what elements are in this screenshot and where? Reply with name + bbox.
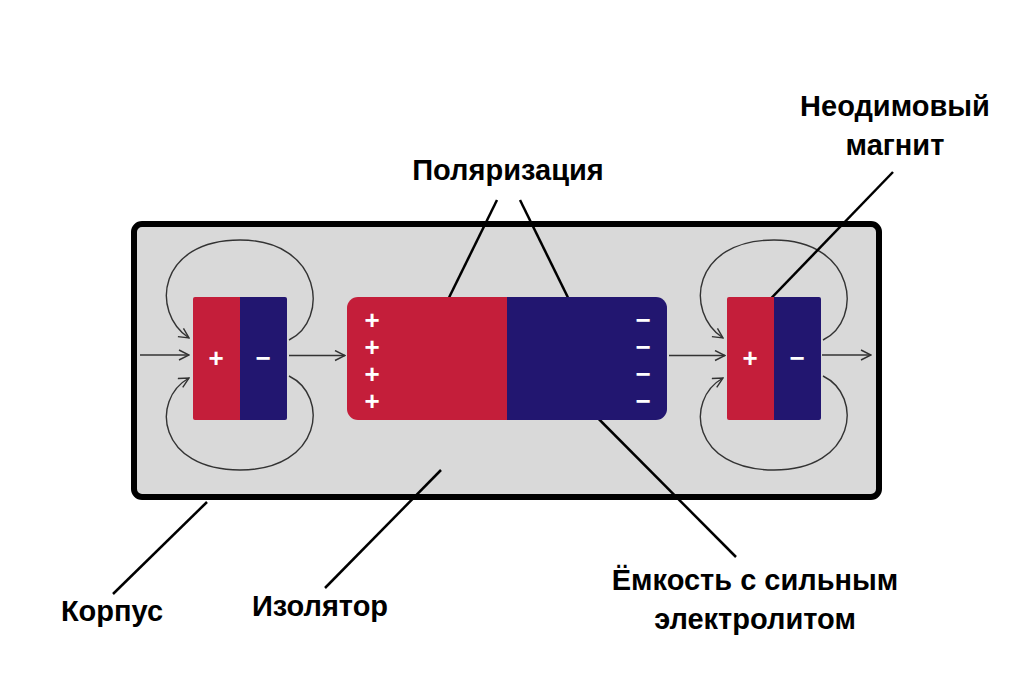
polarity-sign: + <box>742 345 757 371</box>
callout-label: Корпус <box>12 592 212 631</box>
callout-label: Изолятор <box>200 587 440 626</box>
callout-label: Поляризация <box>358 151 658 190</box>
leader-lines <box>113 172 893 594</box>
polarity-sign: + <box>364 334 379 360</box>
polarity-sign: + <box>208 345 223 371</box>
polarity-sign: − <box>635 334 650 360</box>
polarity-sign: − <box>255 345 270 371</box>
leader-line <box>325 470 441 588</box>
polarity-sign: − <box>789 345 804 371</box>
magnet: +− <box>727 297 821 420</box>
electrolyte-capacitor: ++++−−−− <box>347 297 667 420</box>
field-line <box>140 354 189 355</box>
field-line <box>822 354 871 355</box>
polarity-sign: − <box>635 361 650 387</box>
callout-label: Неодимовый магнит <box>770 87 1020 165</box>
field-arrow <box>289 355 345 356</box>
polarity-sign: − <box>635 307 650 333</box>
leader-line <box>113 502 207 594</box>
polarity-sign: − <box>635 388 650 414</box>
housing <box>134 224 879 497</box>
leader-line <box>755 172 893 315</box>
polarity-sign: + <box>364 307 379 333</box>
field-lines <box>140 240 871 470</box>
callout-label: Ёмкость с сильным электролитом <box>565 561 945 639</box>
polarity-sign: + <box>364 388 379 414</box>
magnet: +− <box>193 297 287 420</box>
polarity-sign: + <box>364 361 379 387</box>
field-arrow <box>669 355 725 356</box>
